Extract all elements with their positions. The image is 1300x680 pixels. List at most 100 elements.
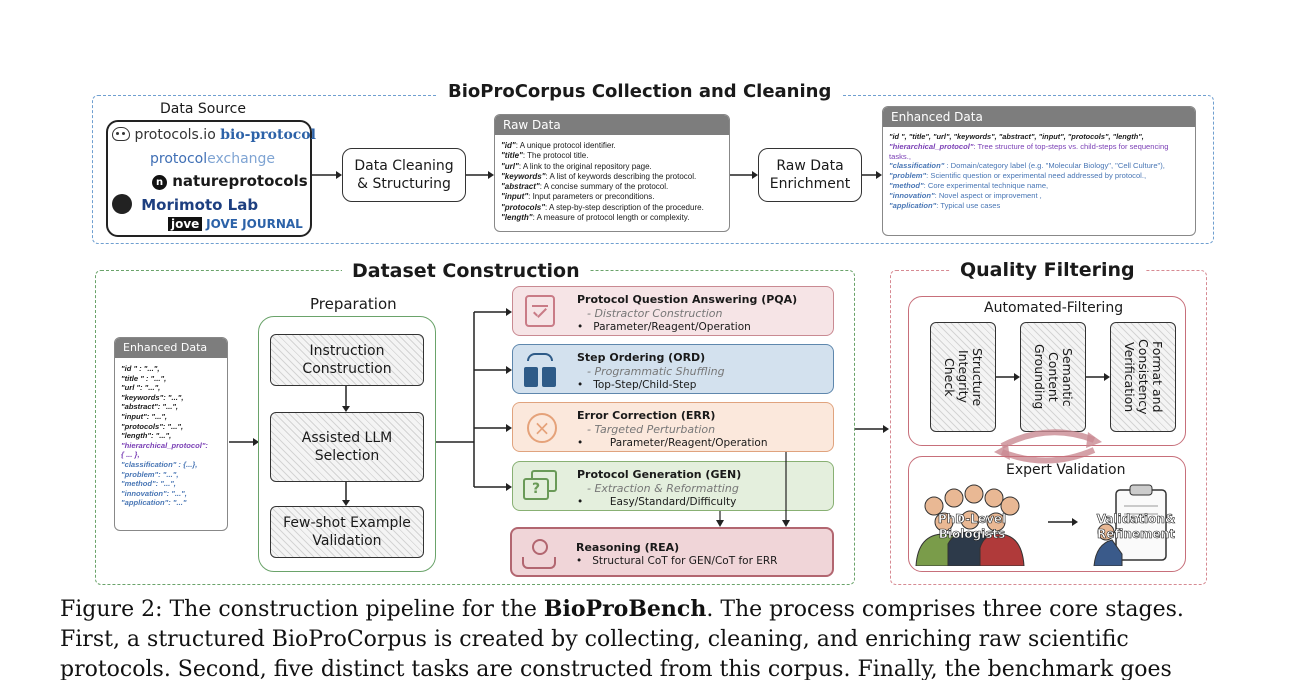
enhanced-data-left-line: "abstract": "...",	[121, 402, 179, 412]
enhanced-data-field: "classification" : Domain/category label…	[889, 161, 1165, 171]
enhanced-data-left-line: "problem": "...",	[121, 469, 179, 479]
enhanced-data-left-line: { ... },	[121, 450, 140, 460]
quality-title: Quality Filtering	[950, 257, 1145, 283]
task-ord: Step Ordering (ORD) - Programmatic Shuff…	[512, 344, 834, 394]
task-rea-bullet: • Structural CoT for GEN/CoT for ERR	[576, 555, 778, 567]
arrow-enhanced-to-preparation	[229, 438, 259, 446]
task-rea-title: Reasoning (REA)	[576, 541, 680, 554]
enhanced-data-left-line: "length": "...",	[121, 431, 172, 441]
task-ord-title: Step Ordering (ORD)	[577, 351, 706, 364]
arrow-source-to-cleaning	[312, 171, 342, 179]
enrichment-box: Raw Data Enrichment	[758, 148, 862, 202]
task-ord-sub: - Programmatic Shuffling	[587, 365, 725, 378]
raw-data-field: "length": A measure of protocol length o…	[501, 213, 690, 223]
enhanced-data-box-top: Enhanced Data "id ", "title", "url", "ke…	[882, 106, 1196, 236]
arrow-llm-to-fewshot	[342, 482, 350, 506]
task-err-bullet: • Parameter/Reagent/Operation	[577, 437, 768, 449]
morimoto-seal-icon	[112, 194, 132, 214]
raccoon-icon	[112, 127, 130, 141]
raw-data-field: "id": A unique protocol identifier.	[501, 141, 616, 150]
task-gen-title: Protocol Generation (GEN)	[577, 468, 742, 481]
construction-title: Dataset Construction	[342, 258, 590, 284]
expert-validation-box	[908, 456, 1186, 572]
task-connectors	[436, 308, 512, 491]
task-err-sub: - Targeted Perturbation	[587, 423, 716, 436]
jove-logo: jove JOVE JOURNAL	[168, 217, 303, 231]
arrow-check2-to-check3	[1086, 373, 1110, 381]
arrow-to-quality	[855, 425, 889, 433]
task-pqa-title: Protocol Question Answering (PQA)	[577, 293, 798, 306]
data-cleaning-box: Data Cleaning & Structuring	[342, 148, 466, 202]
task-pqa: Protocol Question Answering (PQA) - Dist…	[512, 286, 834, 336]
arrow-cleaning-to-raw	[466, 171, 494, 179]
automated-filtering-label: Automated-Filtering	[984, 300, 1124, 316]
enhanced-data-left-line: "keywords": "...",	[121, 392, 184, 402]
gen-icon: ?	[523, 470, 559, 504]
enhanced-data-left-line: "application": "..."	[121, 498, 187, 508]
enhanced-data-left-line: "classification" : {...},	[121, 459, 198, 469]
enhanced-data-field: "method": Core experimental technique na…	[889, 180, 1049, 190]
figure-caption: Figure 2: The construction pipeline for …	[60, 594, 1250, 680]
task-pqa-sub: - Distractor Construction	[587, 307, 723, 320]
caption-line-1: Figure 2: The construction pipeline for …	[60, 596, 1184, 622]
task-gen-sub: - Extraction & Reformatting	[587, 482, 739, 495]
enhanced-data-left-header: Enhanced Data	[115, 338, 227, 358]
ord-icon	[523, 353, 559, 389]
task-ord-bullet: • Top-Step/Child-Step	[577, 379, 697, 391]
enhanced-data-field: "innovation": Novel aspect or improvemen…	[889, 190, 1042, 200]
protocols-io-logo: protocols.io bio-protocol	[112, 127, 316, 143]
rea-icon	[522, 537, 558, 571]
preparation-label: Preparation	[310, 295, 397, 313]
arrow-enrichment-to-enhanced	[862, 171, 882, 179]
enhanced-data-left-line: "url ": "...",	[121, 383, 161, 393]
task-err-title: Error Correction (ERR)	[577, 409, 716, 422]
expert-validation-label: Expert Validation	[1006, 462, 1126, 478]
enhanced-data-left-fields: "id " : "...","title " : "...","url ": "…	[115, 358, 227, 512]
arrows-to-reasoning	[716, 452, 790, 527]
enhanced-data-left-line: "id " : "...",	[121, 364, 160, 373]
preparation-box	[258, 316, 436, 572]
validation-clipboard-icon: Validation&Refinement	[1092, 484, 1180, 567]
raw-data-field: "input": Input parameters or preconditio…	[501, 192, 655, 202]
enhanced-data-field: "problem": Scientific question or experi…	[889, 171, 1147, 181]
nature-protocols-logo: n natureprotocols	[152, 172, 308, 190]
protocol-exchange-logo: protocolexchange	[150, 151, 276, 167]
raw-data-field: "keywords": A list of keywords describin…	[501, 171, 697, 181]
raw-data-field: "url": A link to the original repository…	[501, 161, 652, 171]
raw-data-field: "abstract": A concise summary of the pro…	[501, 182, 669, 192]
data-source-box: protocols.io bio-protocol protocolexchan…	[106, 120, 316, 237]
automated-filtering-box	[908, 296, 1186, 446]
enhanced-data-left-line: "method": "...",	[121, 479, 176, 489]
task-pqa-bullet: • Parameter/Reagent/Operation	[577, 321, 751, 333]
pqa-icon	[525, 295, 555, 327]
enhanced-data-left-line: "protocols": "...",	[121, 421, 184, 431]
raw-data-box: Raw Data "id": A unique protocol identif…	[494, 114, 730, 232]
arrow-check1-to-check2	[996, 373, 1020, 381]
task-rea: Reasoning (REA) • Structural CoT for GEN…	[510, 527, 834, 577]
enhanced-data-left-line: "hierarchical_protocol":	[121, 440, 208, 450]
arrow-raw-to-enrichment	[730, 171, 758, 179]
arrow-instruction-to-llm	[342, 386, 350, 412]
nature-n-icon: n	[152, 175, 167, 190]
data-source-label: Data Source	[160, 101, 246, 117]
enhanced-data-header: Enhanced Data	[883, 107, 1195, 127]
task-err: × Error Correction (ERR) - Targeted Pert…	[512, 402, 834, 452]
caption-line-2: First, a structured BioProCorpus is crea…	[60, 627, 1129, 652]
morimoto-lab-logo: Morimoto Lab	[112, 194, 258, 214]
enhanced-data-fields: "id ", "title", "url", "keywords", "abst…	[883, 127, 1195, 214]
task-gen-bullet: • Easy/Standard/Difficulty	[577, 496, 737, 508]
enhanced-data-left-line: "innovation": "...",	[121, 488, 187, 498]
task-gen: ? Protocol Generation (GEN) - Extraction…	[512, 461, 834, 511]
raw-data-field: "protocols": A step-by-step description …	[501, 202, 704, 212]
err-icon: ×	[527, 413, 557, 443]
raw-data-header: Raw Data	[495, 115, 729, 135]
arrow-biologists-to-validation	[1048, 518, 1078, 526]
